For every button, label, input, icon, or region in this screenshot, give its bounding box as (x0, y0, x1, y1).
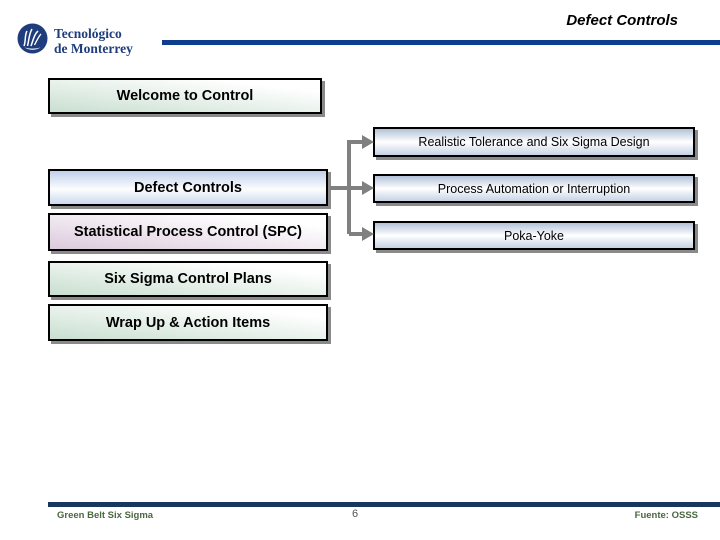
logo-wordmark: Tecnológico de Monterrey (54, 26, 133, 56)
subtopic-label: Process Automation or Interruption (437, 181, 631, 196)
subtopic-box-poka-yoke: Poka-Yoke (373, 221, 695, 250)
header-divider-line (162, 40, 720, 45)
agenda-box-welcome-to-control: Welcome to Control (48, 78, 322, 114)
agenda-box-defect-controls: Defect Controls (48, 169, 328, 206)
slide-page-number: 6 (351, 508, 359, 520)
footer-source: Fuente: OSSS (634, 510, 698, 521)
tec-de-monterrey-logo: Tecnológico de Monterrey (17, 23, 133, 59)
tec-logo-icon (17, 23, 48, 59)
footer-divider-line (48, 502, 720, 507)
subtopic-label: Poka-Yoke (504, 228, 564, 243)
agenda-box-label: Welcome to Control (116, 88, 254, 104)
agenda-box-label: Defect Controls (134, 179, 242, 196)
agenda-box-six-sigma-control-plans: Six Sigma Control Plans (48, 261, 328, 297)
agenda-box-label: Six Sigma Control Plans (104, 271, 272, 287)
agenda-box-label: Statistical Process Control (SPC) (73, 224, 303, 240)
subtopic-label: Realistic Tolerance and Six Sigma Design (418, 135, 650, 149)
logo-line1: Tecnológico (54, 26, 122, 41)
slide-title: Defect Controls (566, 12, 678, 29)
agenda-box-statistical-process-control: Statistical Process Control (SPC) (48, 213, 328, 251)
logo-line2: de Monterrey (54, 41, 133, 56)
subtopic-box-realistic-tolerance: Realistic Tolerance and Six Sigma Design (373, 127, 695, 157)
agenda-box-wrap-up-action-items: Wrap Up & Action Items (48, 304, 328, 341)
subtopic-box-process-automation: Process Automation or Interruption (373, 174, 695, 203)
agenda-box-label: Wrap Up & Action Items (105, 314, 271, 331)
footer-course-name: Green Belt Six Sigma (57, 510, 154, 521)
